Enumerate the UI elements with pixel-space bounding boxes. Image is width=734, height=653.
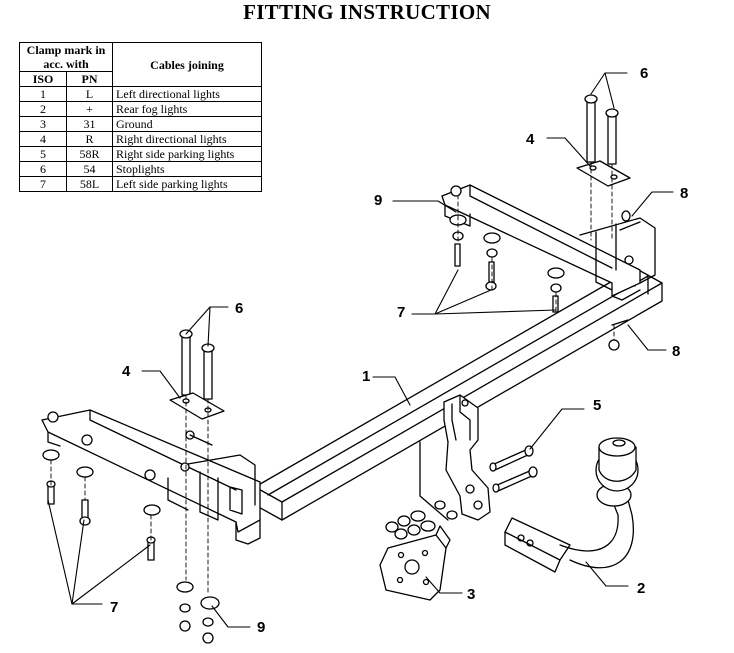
bolts-part-6-right [584,94,619,165]
assembly-guides [50,161,615,596]
pn-cell: 31 [66,116,113,132]
right-side-bracket [441,184,656,301]
table-row: 6 54 Stoplights [18,161,262,177]
ball-mount-bracket [419,394,491,521]
callout-8-upper: 8 [680,185,688,202]
page-title: FITTING INSTRUCTION [243,0,491,24]
pn-header: PN [66,71,113,87]
desc-cell: Right directional lights [112,131,262,147]
cable-table: Clamp mark in acc. with Cables joining I… [18,42,262,192]
socket-plate [379,525,451,601]
bolts-part-6-left [179,329,215,400]
tow-ball-assembly [504,437,639,573]
pn-cell: 58L [66,176,113,192]
callout-8-lower: 8 [672,343,680,360]
iso-cell: 5 [18,146,68,162]
cross-beam [254,267,663,521]
clamp-header: Clamp mark in acc. with [19,42,113,72]
callout-6-right: 6 [640,65,648,82]
table-header-row: Clamp mark in acc. with Cables joining [19,42,262,87]
hardware-socket [385,500,458,540]
callout-1: 1 [362,368,370,385]
desc-cell: Ground [112,116,262,132]
table-row: 4 R Right directional lights [18,131,262,147]
callout-5: 5 [593,397,601,414]
desc-cell: Left side parking lights [112,176,262,192]
desc-cell: Stoplights [112,161,262,177]
hardware-left [42,411,220,644]
plate-part-4-right [576,160,631,187]
callout-3: 3 [467,586,475,603]
table-row: 3 31 Ground [18,116,262,132]
table-row: 7 58L Left side parking lights [18,176,262,192]
callout-9-upper: 9 [374,192,382,209]
cables-header: Cables joining [112,42,262,87]
iso-cell: 7 [18,176,68,192]
pn-cell: 54 [66,161,113,177]
callout-2: 2 [637,580,645,597]
plate-part-4-left [169,392,225,420]
callout-4-right: 4 [526,131,535,148]
desc-cell: Right side parking lights [112,146,262,162]
callout-9-lower: 9 [257,619,265,636]
callout-7-left: 7 [110,599,118,616]
callout-4-left: 4 [122,363,131,380]
callout-6-left: 6 [235,300,243,317]
bolts-part-5 [489,445,538,493]
callout-7-right: 7 [397,304,405,321]
leader-lines [47,72,674,628]
